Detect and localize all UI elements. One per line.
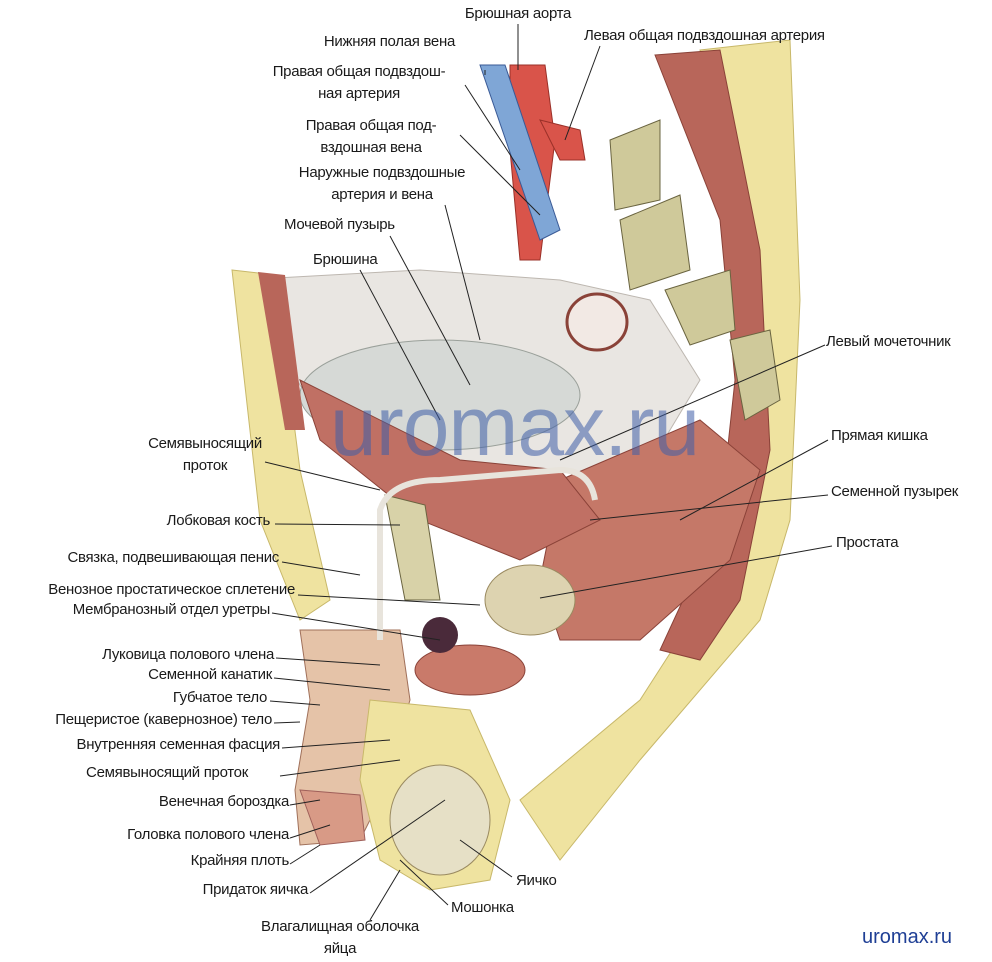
label-vas-deferens-lower: Семявыносящий проток: [86, 764, 248, 781]
label-foreskin: Крайняя плоть: [190, 852, 290, 869]
label-pubic-bone: Лобковая кость: [166, 512, 271, 529]
label-membranous-urethra: Мембранозный отдел уретры: [72, 601, 271, 618]
label-rectum: Прямая кишка: [831, 427, 928, 444]
label-spermatic-cord: Семенной канатик: [148, 666, 272, 683]
anterior-muscle: [258, 272, 305, 430]
label-right-common-iliac-vein: Правая общая под-вздошная вена: [305, 117, 437, 156]
label-glans: Головка полового члена: [127, 826, 289, 843]
glans: [299, 789, 366, 846]
label-epididymis: Придаток яичка: [202, 881, 309, 898]
pelvic-muscle: [299, 379, 601, 561]
vas-deferens: [377, 466, 598, 640]
rectum-section: [565, 292, 629, 352]
pubic-bone: [384, 494, 441, 601]
label-left-ureter: Левый мочеточник: [826, 333, 951, 350]
label-scrotum: Мошонка: [451, 899, 514, 916]
label-coronal-sulcus: Венечная бороздка: [158, 793, 289, 810]
label-seminal-vesicle: Семенной пузырек: [831, 483, 959, 500]
label-venous-plexus: Венозное простатическое сплетение: [48, 581, 295, 598]
leader-lines: [264, 24, 833, 921]
label-testis: Яичко: [516, 872, 557, 889]
label-bulb-of-penis: Луковица полового члена: [102, 646, 274, 663]
testis: [389, 764, 491, 876]
label-internal-spermatic-fascia: Внутренняя семенная фасция: [76, 736, 281, 753]
label-prostate: Простата: [836, 534, 899, 551]
urethra-section: [422, 617, 458, 653]
label-left-common-iliac-artery: Левая общая подвздошная артерия: [584, 27, 825, 44]
watermark: uromax.ru: [330, 379, 700, 473]
label-ivc: Нижняя полая вена: [323, 33, 455, 50]
label-spongy-body: Губчатое тело: [172, 689, 267, 706]
label-peritoneum: Брюшина: [313, 251, 378, 268]
left-iliac: [539, 119, 586, 161]
label-cavernous-body: Пещеристое (кавернозное) тело: [55, 711, 272, 728]
bulb: [414, 644, 526, 696]
ivc: [479, 64, 561, 241]
label-right-common-iliac-artery: Правая общая подвздош-ная артерия: [272, 63, 446, 102]
site-link[interactable]: uromax.ru: [862, 926, 953, 948]
label-abdominal-aorta: Брюшная аорта: [464, 5, 572, 22]
label-suspensory-ligament: Связка, подвешивающая пенис: [67, 549, 279, 566]
prostate: [484, 564, 576, 636]
label-bladder: Мочевой пузырь: [284, 216, 395, 233]
